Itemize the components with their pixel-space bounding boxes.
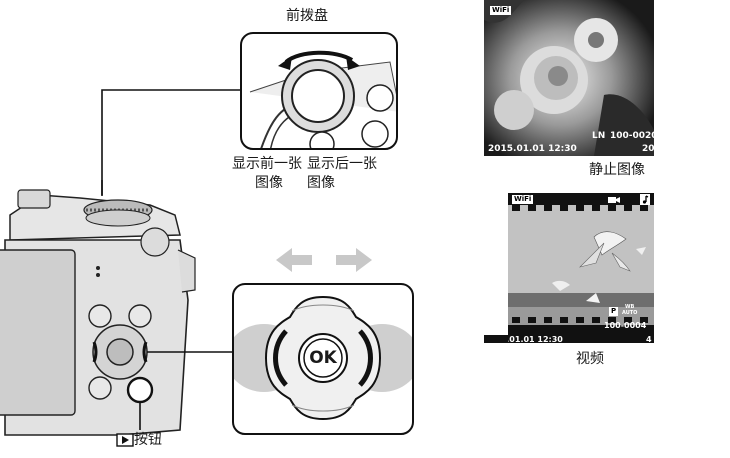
mode-indicator: P [609, 307, 619, 316]
file-number: 100-0004 [604, 321, 647, 330]
wifi-badge: WiFi [512, 195, 534, 204]
still-image-caption: 静止图像 [589, 162, 645, 178]
show-next-line2: 图像 [307, 175, 335, 191]
wifi-badge: WiFi [490, 6, 512, 15]
datetime: 2015.01.01 12:30 [508, 335, 563, 343]
frame-count: 4 [646, 335, 652, 343]
dial-arrow-right-head [346, 56, 360, 70]
quality-indicator: LN [592, 131, 606, 141]
white-balance-top: WB [625, 304, 635, 310]
show-previous-line2: 图像 [255, 175, 283, 191]
front-dial-zoom [240, 32, 398, 150]
movie-icon [608, 197, 620, 203]
file-number: 100-0020 [610, 131, 654, 141]
arrow-right-icon [336, 248, 372, 272]
arrow-left-icon [276, 248, 312, 272]
still-image-screen: WiFi LN 100-0020 2015.01.01 12:30 20 [484, 0, 654, 156]
white-balance-indicator: WB AUTO [622, 304, 637, 316]
video-caption: 视频 [576, 351, 604, 367]
ok-button-label: OK [309, 348, 337, 368]
show-previous-line1: 显示前一张 [232, 156, 302, 172]
show-next-line1: 显示后一张 [307, 156, 377, 172]
seagull-photo [508, 193, 654, 343]
frame-count: 20 [642, 144, 654, 154]
dial-callout-line [101, 89, 240, 196]
video-screen: WiFi P WB AUTO 100-0004 2015.01.01 12:30… [508, 193, 654, 343]
video-datetime-strip [484, 335, 508, 343]
playback-icon [116, 433, 134, 447]
playback-button-label: 按钮 [134, 432, 162, 448]
playback-button-caption: 按钮 [116, 432, 162, 448]
camera-body-illustration [0, 180, 240, 436]
white-balance-bottom: AUTO [622, 310, 638, 316]
film-sprocket-bottom [512, 317, 648, 323]
music-note-icon [640, 194, 650, 205]
film-sprocket-top [512, 205, 648, 211]
flower-photo [484, 0, 654, 156]
datetime: 2015.01.01 12:30 [488, 144, 577, 154]
dial-arrow-left-head [278, 56, 292, 70]
arrow-pad-zoom [232, 283, 414, 435]
front-dial-label: 前拨盘 [286, 8, 328, 24]
